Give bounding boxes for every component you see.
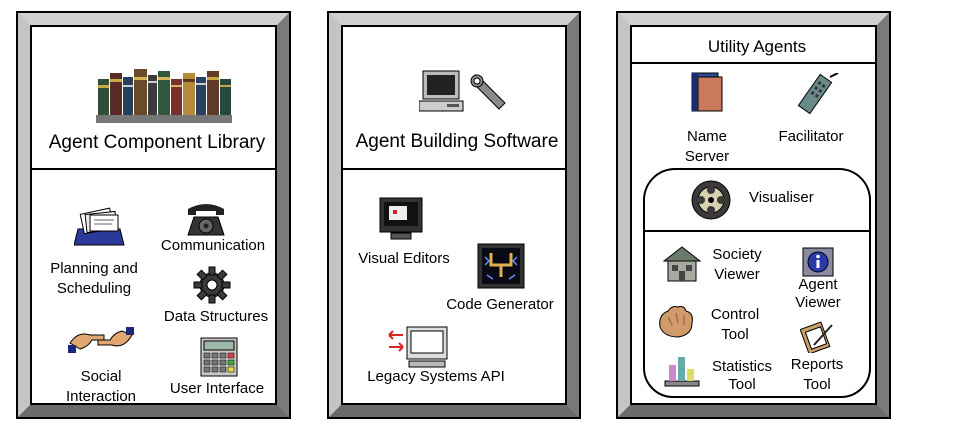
agent-viewer-label-1: Agent bbox=[798, 276, 838, 293]
utility-title: Utility Agents bbox=[707, 37, 807, 56]
library-title: Agent Component Library bbox=[48, 132, 266, 153]
agent-building-software-panel: Agent Building Software Visual Editors C… bbox=[327, 11, 581, 419]
house-icon bbox=[662, 246, 702, 282]
social-label-1: Social bbox=[80, 368, 122, 385]
communication-label: Communication bbox=[160, 237, 266, 254]
statistics-tool-label-1: Statistics bbox=[711, 358, 773, 375]
reports-tool-label-1: Reports bbox=[790, 356, 844, 373]
facilitator-label: Facilitator bbox=[778, 128, 844, 145]
library-inner: Agent Component Library Planning and Sch… bbox=[30, 25, 277, 405]
code-generator-label: Code Generator bbox=[446, 296, 554, 313]
legacy-systems-label: Legacy Systems API bbox=[367, 368, 505, 385]
user-interface-label: User Interface bbox=[169, 380, 265, 397]
monitor-icon bbox=[379, 197, 423, 240]
library-divider bbox=[32, 168, 275, 170]
books-icon bbox=[96, 69, 232, 123]
name-server-label-2: Server bbox=[684, 148, 730, 165]
wrench-icon bbox=[470, 74, 506, 110]
code-generator-icon bbox=[477, 243, 525, 289]
calculator-icon bbox=[200, 337, 238, 377]
social-label-2: Interaction bbox=[65, 388, 137, 405]
info-icon bbox=[802, 247, 834, 277]
gear-icon bbox=[193, 266, 231, 304]
utility-title-divider bbox=[632, 62, 875, 64]
clipboard-icon bbox=[800, 321, 833, 353]
planning-label-2: Scheduling bbox=[56, 280, 132, 297]
bar-chart-icon bbox=[664, 357, 700, 387]
planning-label-1: Planning and bbox=[50, 260, 138, 277]
building-divider bbox=[343, 168, 565, 170]
name-server-label-1: Name bbox=[686, 128, 728, 145]
visual-editors-label: Visual Editors bbox=[358, 250, 450, 267]
reports-tool-label-2: Tool bbox=[803, 376, 831, 393]
panel-bevel bbox=[18, 13, 289, 417]
directory-book-icon bbox=[691, 72, 723, 112]
computer-icon bbox=[419, 70, 464, 112]
control-tool-label-2: Tool bbox=[721, 326, 749, 343]
panel-bevel bbox=[329, 13, 579, 417]
agent-viewer-label-2: Viewer bbox=[795, 294, 841, 311]
data-structures-label: Data Structures bbox=[163, 308, 269, 325]
visualiser-bubble bbox=[643, 168, 871, 232]
hand-icon bbox=[659, 306, 693, 338]
building-inner: Agent Building Software Visual Editors C… bbox=[341, 25, 567, 405]
telephone-icon bbox=[187, 204, 225, 236]
rolodex-icon bbox=[74, 207, 125, 246]
control-tool-label-1: Control bbox=[710, 306, 760, 323]
visualiser-label: Visualiser bbox=[749, 189, 814, 206]
agent-component-library-panel: Agent Component Library Planning and Sch… bbox=[16, 11, 291, 419]
utility-agents-panel: Utility Agents Name Server Facilitator bbox=[616, 11, 891, 419]
utility-inner: Utility Agents Name Server Facilitator bbox=[630, 25, 877, 405]
legacy-terminal-icon bbox=[388, 326, 448, 368]
remote-control-icon bbox=[797, 73, 839, 115]
society-viewer-label-2: Viewer bbox=[714, 266, 760, 283]
panel-bevel bbox=[618, 13, 889, 417]
film-reel-icon bbox=[691, 180, 731, 220]
society-viewer-label-1: Society bbox=[712, 246, 762, 263]
statistics-tool-label-2: Tool bbox=[728, 376, 756, 393]
pointing-hands-icon bbox=[68, 327, 134, 353]
building-title: Agent Building Software bbox=[355, 131, 559, 152]
